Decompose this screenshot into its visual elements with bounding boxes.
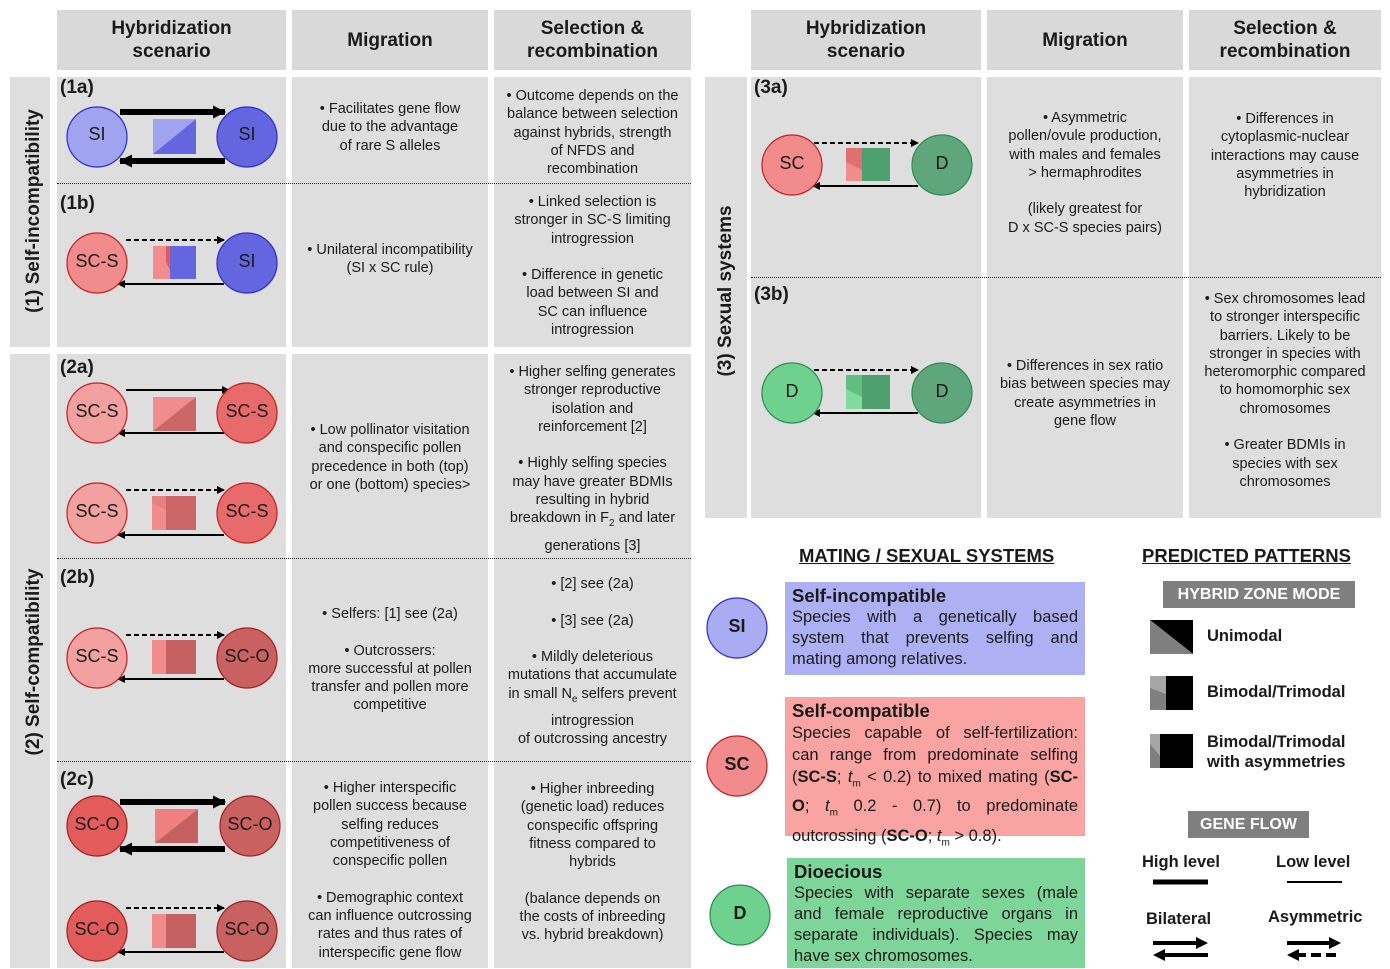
circle-2c-top-right: SC-O (227, 814, 273, 834)
diagram-2c-top (66, 795, 281, 857)
legend-d-symbol: D (733, 903, 747, 923)
diagram-3b (761, 362, 973, 424)
legend-si-box: Self-incompatible Species with a genetic… (785, 582, 1085, 675)
label-2c: (2c) (60, 769, 94, 790)
panel-2-selection (494, 354, 691, 968)
panel-3-migration (987, 77, 1183, 518)
selection-2b: • [2] see (2a)• [3] see (2a)• Mildly del… (507, 576, 678, 748)
circle-2a-bottom-left: SC-S (75, 501, 119, 521)
legend-si-symbol: SI (728, 616, 746, 636)
high-level-label: High level (1142, 853, 1220, 871)
diagram-1a (66, 105, 278, 168)
diagram-2c-bottom (66, 900, 278, 962)
bimodal-label: Bimodal/Trimodal (1207, 683, 1346, 701)
header-migration: Migration (292, 10, 488, 70)
migration-1b: • Unilateral incompatibility(SI x SC rul… (307, 242, 473, 277)
sidebar-sexual-systems (705, 77, 747, 518)
selection-2c: • Higher inbreeding(genetic load) reduce… (519, 781, 666, 944)
divider-3a-3b (751, 277, 1381, 278)
low-level-label: Low level (1276, 853, 1351, 871)
circle-2a-top-right: SC-S (225, 401, 269, 421)
panel-1-migration (292, 77, 488, 347)
divider-2b-2c (57, 761, 691, 762)
bilateral-label: Bilateral (1146, 910, 1212, 928)
divider-1a-1b (57, 183, 691, 184)
panel-2-migration (292, 354, 488, 968)
circle-3a-right: D (935, 153, 949, 173)
header-selection-recombination-right: Selection &recombination (1189, 10, 1381, 70)
legend-si-circle (706, 597, 768, 659)
label-3a: (3a) (754, 77, 788, 98)
panel-1-selection (494, 77, 691, 347)
unimodal-icon (1150, 620, 1193, 654)
circle-scs-1b: SC-S (75, 251, 119, 271)
bilateral-arrows-icon (1153, 937, 1208, 961)
circle-3a-left: SC (779, 153, 805, 173)
sidebar-self-incompatibility (10, 77, 50, 347)
circle-2c-top-left: SC-O (74, 814, 120, 834)
asymmetric-label: Asymmetric (1268, 908, 1363, 926)
circle-2b-right: SC-O (224, 646, 270, 666)
circle-3b-right: D (935, 381, 949, 401)
circle-si-1b: SI (238, 251, 256, 271)
header-migration-right: Migration (987, 10, 1183, 70)
diagram-2a-bottom (66, 482, 278, 544)
circle-2a-bottom-right: SC-S (225, 501, 269, 521)
migration-2b: • Selfers: [1] see (2a)• Outcrossers:mor… (308, 606, 472, 714)
bimodal-icon (1150, 676, 1193, 710)
unimodal-label: Unimodal (1207, 627, 1283, 645)
circle-si-right: SI (238, 124, 256, 144)
panel-3-selection (1189, 77, 1381, 518)
bimodal-asymmetry-icon (1150, 734, 1193, 768)
circle-2a-top-left: SC-S (75, 401, 119, 421)
circle-2c-bottom-right: SC-O (224, 919, 270, 939)
legend-d-circle (709, 884, 771, 946)
legend-sc-symbol: SC (724, 754, 750, 774)
label-3b: (3b) (754, 284, 789, 305)
header-selection-recombination: Selection &recombination (494, 10, 691, 70)
label-2a: (2a) (60, 357, 94, 378)
diagram-2a-top (66, 382, 278, 444)
predicted-patterns-title: PREDICTED PATTERNS (1142, 545, 1351, 566)
diagram-1b (66, 232, 278, 294)
circle-2b-left: SC-S (75, 646, 119, 666)
sidebar-self-compatibility (10, 354, 50, 968)
label-2b: (2b) (60, 567, 95, 588)
circle-3b-left: D (785, 381, 799, 401)
gene-flow-badge: GENE FLOW (1188, 811, 1309, 838)
circle-2c-bottom-left: SC-O (74, 919, 120, 939)
hybrid-zone-mode-badge: HYBRID ZONE MODE (1163, 581, 1355, 608)
diagram-2b (66, 627, 278, 689)
divider-2a-2b (57, 558, 691, 559)
label-1a: (1a) (60, 77, 94, 98)
legend-sc-circle (706, 735, 768, 797)
legend-sc-box: Self-compatible Species capable of self-… (785, 697, 1085, 848)
diagram-3a (761, 134, 973, 196)
legend-title: MATING / SEXUAL SYSTEMS (799, 545, 1055, 566)
legend-d-box: Dioecious Species with separate sexes (m… (787, 858, 1085, 968)
asymmetric-arrows-icon (1287, 937, 1341, 961)
circle-si-left: SI (88, 124, 106, 144)
label-1b: (1b) (60, 193, 95, 214)
